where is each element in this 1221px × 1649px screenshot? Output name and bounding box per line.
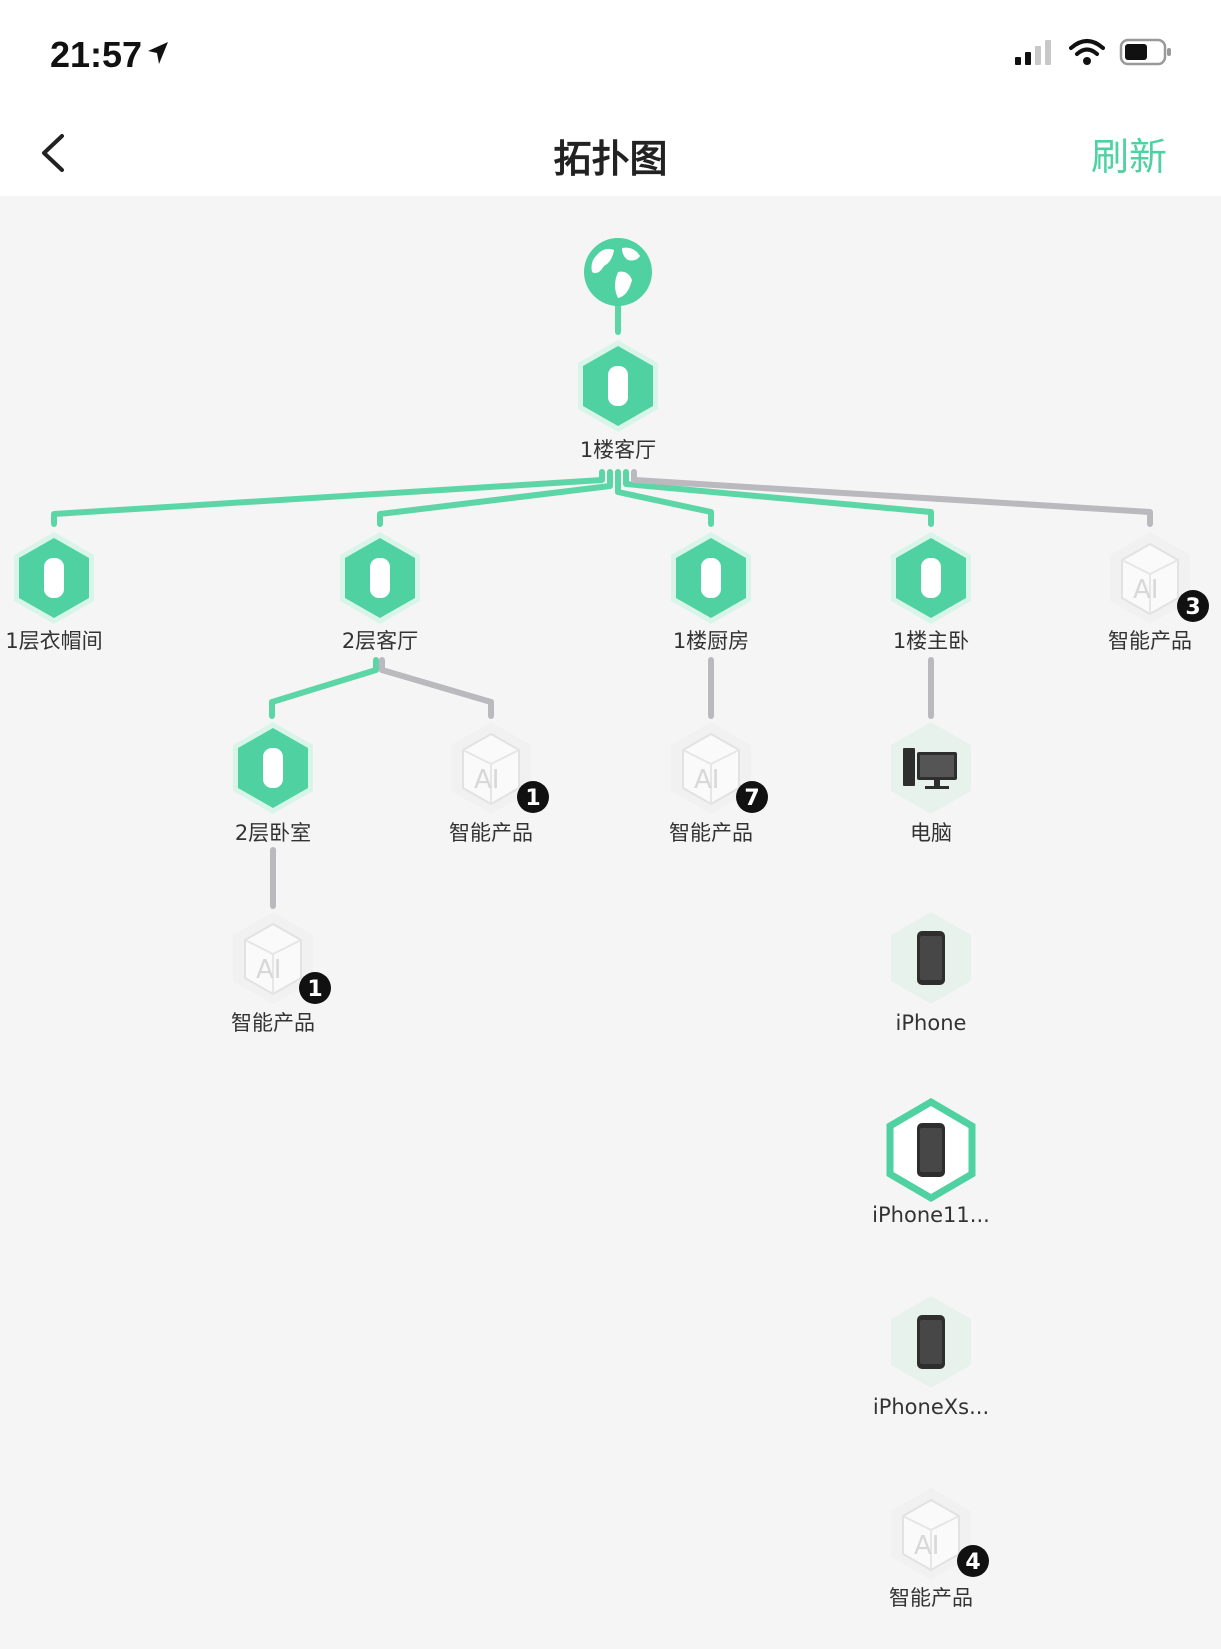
node-label: iPhone — [896, 1011, 967, 1035]
node-label: 2层卧室 — [235, 821, 311, 845]
count-badge — [736, 781, 768, 813]
count-badge-text: 4 — [965, 1550, 980, 1575]
node-iphone11[interactable]: iPhone11... — [872, 1097, 990, 1227]
count-badge — [1177, 590, 1209, 622]
node-label: 1层衣帽间 — [5, 629, 102, 653]
status-time: 21:57 — [50, 34, 143, 75]
page-title: 拓扑图 — [553, 137, 668, 181]
location-arrow-icon — [148, 42, 168, 64]
node-computer[interactable]: 电脑 — [891, 722, 971, 845]
computer-icon — [891, 722, 971, 814]
node-iphonexs[interactable]: iPhoneXs... — [873, 1296, 989, 1419]
link-main-living2f — [377, 469, 613, 527]
node-iphone[interactable]: iPhone — [891, 912, 971, 1035]
refresh-button[interactable]: 刷新 — [1090, 135, 1167, 179]
node-label: 智能产品 — [449, 821, 533, 845]
node-bedroom2f[interactable]: 2层卧室 — [233, 722, 313, 845]
node-label: iPhoneXs... — [873, 1395, 989, 1419]
node-master-bedroom[interactable]: 1楼主卧 — [891, 532, 971, 653]
node-cloakroom[interactable]: 1层衣帽间 — [5, 532, 103, 653]
count-badge-text: 1 — [307, 977, 322, 1002]
status-bar: 21:57 — [0, 0, 1221, 110]
back-button[interactable] — [30, 128, 80, 178]
node-label: 1楼厨房 — [673, 629, 749, 653]
node-label: 1楼客厅 — [580, 438, 656, 462]
router-icon — [340, 532, 420, 624]
router-icon — [671, 532, 751, 624]
node-living2f[interactable]: 2层客厅 — [340, 532, 420, 653]
phone-icon — [891, 1296, 971, 1388]
router-icon — [14, 532, 94, 624]
phone-icon — [891, 912, 971, 1004]
nav-bar: 拓扑图 刷新 — [0, 110, 1221, 196]
node-smart-products-kitchen[interactable]: 7 智能产品 — [669, 721, 768, 845]
node-label: 2层客厅 — [342, 629, 418, 653]
link-main-master — [623, 469, 934, 527]
battery-icon — [1119, 38, 1171, 66]
count-badge — [299, 972, 331, 1004]
link-main-smart3 — [631, 469, 1153, 527]
node-smart-products-master[interactable]: 4 智能产品 — [889, 1487, 989, 1610]
node-kitchen[interactable]: 1楼厨房 — [671, 532, 751, 653]
node-label: 智能产品 — [1108, 629, 1192, 653]
router-icon — [578, 340, 658, 432]
count-badge-text: 3 — [1185, 595, 1200, 620]
node-smart-products-living2f[interactable]: 1 智能产品 — [449, 721, 549, 845]
link-living2f-bedroom2f — [269, 657, 379, 719]
topology-links — [51, 295, 1153, 909]
node-label: 智能产品 — [889, 1586, 973, 1610]
system-icons — [1015, 38, 1173, 66]
node-label: 1楼主卧 — [893, 629, 969, 653]
node-label: iPhone11... — [872, 1203, 990, 1227]
node-label: 电脑 — [910, 821, 952, 845]
main-router-node[interactable]: 1楼客厅 — [578, 340, 658, 462]
node-label: 智能产品 — [669, 821, 753, 845]
internet-node[interactable] — [584, 238, 652, 306]
count-badge — [957, 1545, 989, 1577]
topology-canvas: AI — [5, 238, 1209, 1610]
cellular-signal-icon — [1015, 40, 1051, 65]
count-badge-text: 1 — [525, 786, 540, 811]
node-label: 智能产品 — [231, 1011, 315, 1035]
count-badge-text: 7 — [744, 786, 759, 811]
router-icon — [891, 532, 971, 624]
link-main-kitchen — [615, 469, 714, 527]
link-main-cloakroom — [51, 469, 605, 527]
count-badge — [517, 781, 549, 813]
node-smart-products-bedroom2f[interactable]: 1 智能产品 — [231, 911, 331, 1035]
router-icon — [233, 722, 313, 814]
link-living2f-smart1 — [379, 657, 494, 719]
node-smart-products-main[interactable]: 3 智能产品 — [1108, 531, 1209, 653]
wifi-icon — [1069, 39, 1105, 65]
